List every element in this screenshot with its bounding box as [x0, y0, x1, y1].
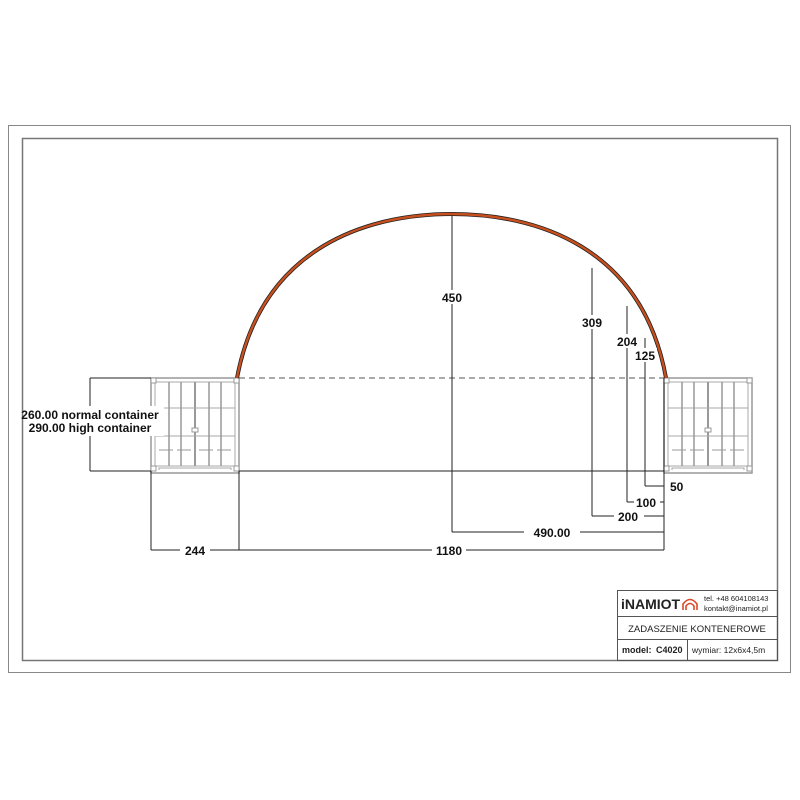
- dim-half-span: 490.00: [534, 526, 571, 540]
- brand-logo: iNAMIOT: [621, 596, 681, 612]
- dim-50: 50: [670, 480, 684, 494]
- right-container: [663, 377, 753, 474]
- dim-container-height-normal: 260.00 normal container: [21, 408, 159, 422]
- model-label: model:: [622, 645, 652, 655]
- dim-container-width: 244: [185, 544, 205, 558]
- dim-span: 1180: [436, 544, 462, 558]
- dim-200: 200: [618, 510, 638, 524]
- dim-h3: 125: [635, 349, 655, 363]
- drawing-title: ZADASZENIE KONTENEROWE: [628, 624, 766, 635]
- title-block: [617, 590, 778, 661]
- phone-text: tel. +48 604108143: [704, 594, 768, 603]
- dim-h1: 309: [582, 316, 602, 330]
- left-container: [150, 377, 240, 474]
- dim-100: 100: [636, 496, 656, 510]
- dim-container-height-high: 290.00 high container: [29, 421, 152, 435]
- email-text: kontakt@inamiot.pl: [704, 604, 768, 613]
- inner-frame: [21, 137, 779, 662]
- dim-arch-height: 450: [442, 291, 462, 305]
- size-text: wymiar: 12x6x4,5m: [691, 645, 765, 655]
- tent-logo-icon: [682, 598, 698, 610]
- dim-h2: 204: [617, 335, 637, 349]
- model-value: C4020: [656, 645, 683, 655]
- outer-frame: [8, 125, 791, 673]
